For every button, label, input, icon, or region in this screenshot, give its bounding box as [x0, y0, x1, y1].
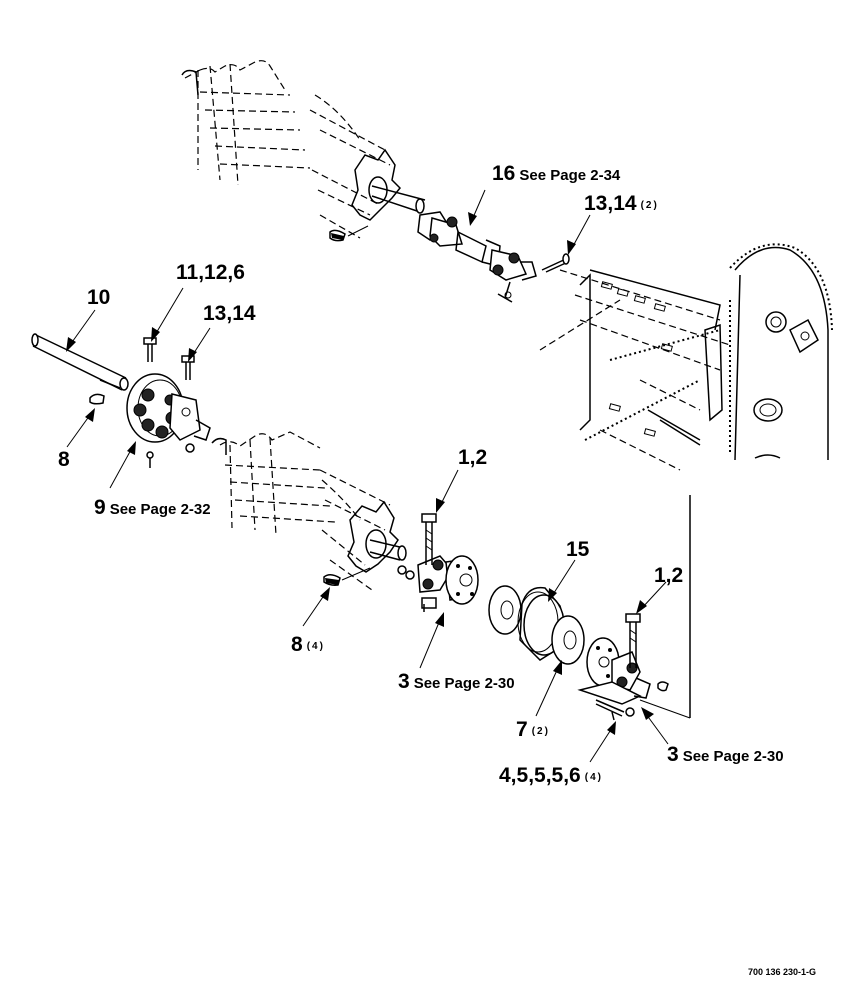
callout-16-note: See Page 2-34: [519, 167, 621, 184]
callout-7-qty: (2): [531, 726, 550, 737]
callout-1-2-mid: 1,2: [458, 447, 487, 468]
callout-13-14-left-number: 13,14: [203, 302, 256, 325]
upper-roller: [181, 60, 426, 242]
figure-id: 700 136 230-1-G: [748, 967, 817, 977]
disc-7-second: [551, 615, 585, 665]
callout-8-qty-qty: (4): [306, 641, 325, 652]
callout-1-2-right-number: 1,2: [654, 564, 684, 587]
callout-7: 7(2): [516, 719, 550, 740]
right-frame: [539, 243, 833, 719]
callout-8-qty: 8(4): [291, 634, 325, 655]
key-8-left: [89, 393, 105, 405]
coupling-3-right: [577, 613, 669, 721]
callout-13-14-top-number: 13,14: [584, 192, 637, 215]
callout-3-mid-note: See Page 2-30: [413, 675, 515, 692]
coupling-3-mid: [397, 513, 479, 612]
callout-3-right-note: See Page 2-30: [682, 748, 784, 765]
callout-15: 15: [566, 539, 589, 560]
callout-15-number: 15: [566, 538, 590, 561]
callout-8-qty-number: 8: [291, 633, 303, 656]
callout-7-number: 7: [516, 718, 528, 741]
callout-3-mid-number: 3: [398, 670, 410, 693]
callout-8-left: 8: [58, 449, 70, 470]
callout-11-12-6-number: 11,12,6: [176, 261, 245, 284]
drive-shaft-16: [417, 211, 537, 303]
shaft-10: [31, 333, 129, 391]
assembly-9: [126, 337, 211, 468]
callout-1-2-mid-number: 1,2: [458, 446, 488, 469]
callout-3-right-number: 3: [667, 743, 679, 766]
callout-4-5-6-number: 4,5,5,5,6: [499, 764, 581, 787]
callout-10-number: 10: [87, 286, 111, 309]
leader-lines: [66, 189, 669, 763]
callout-13-14-top: 13,14(2): [584, 193, 659, 214]
callout-8-left-number: 8: [58, 448, 70, 471]
lower-roller: [211, 431, 407, 591]
callout-13-14-top-qty: (2): [640, 200, 659, 211]
callout-9-note: See Page 2-32: [109, 501, 211, 518]
callout-9-number: 9: [94, 496, 106, 519]
callout-10: 10: [87, 287, 110, 308]
callout-11-12-6: 11,12,6: [176, 262, 245, 283]
callout-16-number: 16: [492, 162, 516, 185]
callout-4-5-6-qty: (4): [584, 772, 603, 783]
callout-1-2-right: 1,2: [654, 565, 683, 586]
disc-7-first: [488, 585, 522, 635]
callout-4-5-6: 4,5,5,5,6(4): [499, 765, 603, 786]
bolt-13-14-top: [541, 253, 570, 273]
callout-13-14-left: 13,14: [203, 303, 256, 324]
